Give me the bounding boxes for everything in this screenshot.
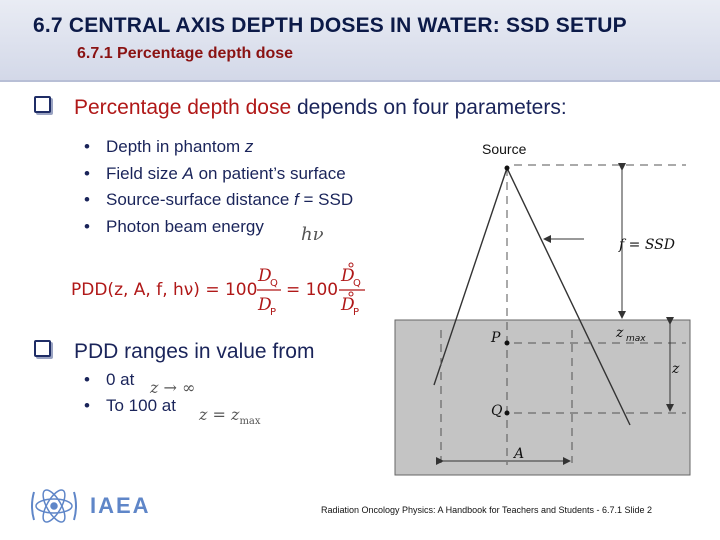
point-p	[504, 340, 510, 346]
p-label: P	[490, 330, 501, 346]
pdd-formula: PDD(z, A, f, hν) = 100 D Q D P = 100 D Q…	[71, 262, 365, 318]
energy-symbol: hν	[301, 224, 324, 245]
checkbox-bullet-icon	[34, 96, 51, 113]
bullet-highlight: Percentage depth dose	[74, 96, 292, 119]
ssd-setup-diagram: Source f = SSD P z max Q z A	[394, 141, 691, 476]
formula-num1: D	[257, 266, 272, 286]
bullet-dot-icon: •	[84, 164, 90, 183]
formula-den1: D	[257, 295, 272, 315]
slide-footer: Radiation Oncology Physics: A Handbook f…	[321, 505, 653, 515]
bullet-percentage-depth-dose: Percentage depth dose depends on four pa…	[74, 96, 567, 120]
svg-text:D: D	[340, 295, 355, 315]
slide-header	[0, 0, 720, 82]
source-point	[504, 165, 510, 171]
bullet-dot-icon: •	[84, 217, 90, 236]
zmax-sub: max	[626, 334, 646, 344]
formula-lhs: PDD(z, A, f, hν) = 100	[71, 280, 257, 300]
z-label: z	[671, 361, 680, 377]
a-label: A	[512, 446, 524, 462]
formula-den1-sub: P	[270, 307, 276, 318]
formula-mid: = 100	[286, 280, 338, 300]
zmax-label: z	[615, 325, 624, 341]
range-zero-expr: z → ∞	[150, 378, 196, 397]
param-energy: Photon beam energy	[106, 217, 264, 236]
checkbox-bullet-icon	[34, 340, 51, 357]
range-zero: 0 at	[106, 370, 135, 389]
range-hundred: To 100 at	[106, 396, 176, 415]
formula-num1-sub: Q	[270, 278, 278, 289]
ssd-label: f = SSD	[618, 237, 675, 253]
svg-text:D: D	[340, 266, 355, 286]
bullet-dot-icon: •	[84, 137, 90, 156]
beam-edge-left	[433, 167, 508, 386]
formula-den2-sub: P	[353, 307, 359, 318]
bullet-dot-icon: •	[84, 190, 90, 209]
slide-subtitle: 6.7.1 Percentage depth dose	[77, 45, 294, 62]
water-phantom	[394, 319, 691, 476]
param-ssd: Source-surface distance f = SSD	[106, 190, 354, 209]
beam-edge-right	[506, 167, 631, 426]
point-q	[504, 410, 510, 416]
param-depth: Depth in phantom z	[106, 137, 254, 156]
bullet-pdd-ranges: PDD ranges in value from	[74, 340, 315, 363]
slide-title: 6.7 CENTRAL AXIS DEPTH DOSES IN WATER: S…	[33, 14, 627, 37]
q-label: Q	[491, 403, 503, 419]
bullet-dot-icon: •	[84, 370, 90, 389]
iaea-atom-emblem-icon	[31, 489, 77, 523]
iaea-logo-text: IAEA	[90, 493, 151, 518]
param-field-size: Field size A on patient’s surface	[106, 164, 346, 183]
formula-num2-sub: Q	[353, 278, 361, 289]
bullet-dot-icon: •	[84, 396, 90, 415]
source-label: Source	[482, 141, 527, 157]
range-hundred-expr: z = zmax	[199, 405, 261, 428]
bullet-rest: depends on four parameters:	[291, 96, 567, 119]
